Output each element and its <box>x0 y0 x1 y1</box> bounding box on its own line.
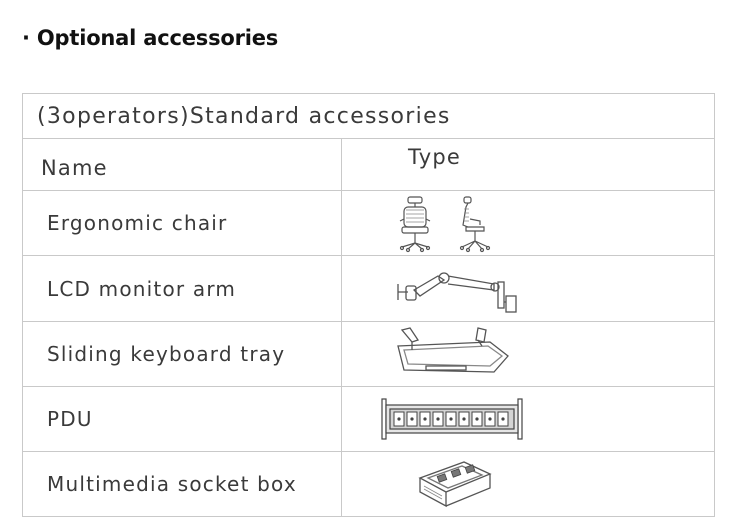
table-title-row: (3operators)Standard accessories <box>21 93 716 139</box>
accessory-image-cell <box>340 386 716 452</box>
table-row: Ergonomic chair <box>22 190 716 256</box>
accessory-name: LCD monitor arm <box>22 255 342 322</box>
table-title: (3operators)Standard accessories <box>21 93 716 139</box>
monitor-arm-icon <box>397 272 517 313</box>
column-header-name: Name <box>22 138 342 191</box>
accessory-name: Multimedia socket box <box>22 451 342 517</box>
accessory-image-cell <box>340 255 716 322</box>
accessory-name: PDU <box>22 386 342 452</box>
accessory-name: Sliding keyboard tray <box>22 321 342 387</box>
accessory-image-cell <box>340 321 716 387</box>
pdu-icon <box>381 398 523 440</box>
table-header-row: Name Type <box>22 138 716 191</box>
accessories-table: (3operators)Standard accessories Name Ty… <box>21 93 716 517</box>
column-header-type: Type <box>340 138 716 191</box>
socket-box-icon <box>418 461 492 508</box>
table-row: Sliding keyboard tray <box>22 321 716 387</box>
keyboard-tray-icon <box>397 327 509 373</box>
accessory-image-cell <box>340 451 716 517</box>
accessory-image-cell <box>340 190 716 256</box>
table-row: Multimedia socket box <box>22 451 716 517</box>
accessory-name: Ergonomic chair <box>22 190 342 256</box>
table-row: PDU <box>22 386 716 452</box>
section-heading: · Optional accessories <box>22 26 279 50</box>
table-row: LCD monitor arm <box>22 255 716 322</box>
chair-icon <box>399 196 491 253</box>
